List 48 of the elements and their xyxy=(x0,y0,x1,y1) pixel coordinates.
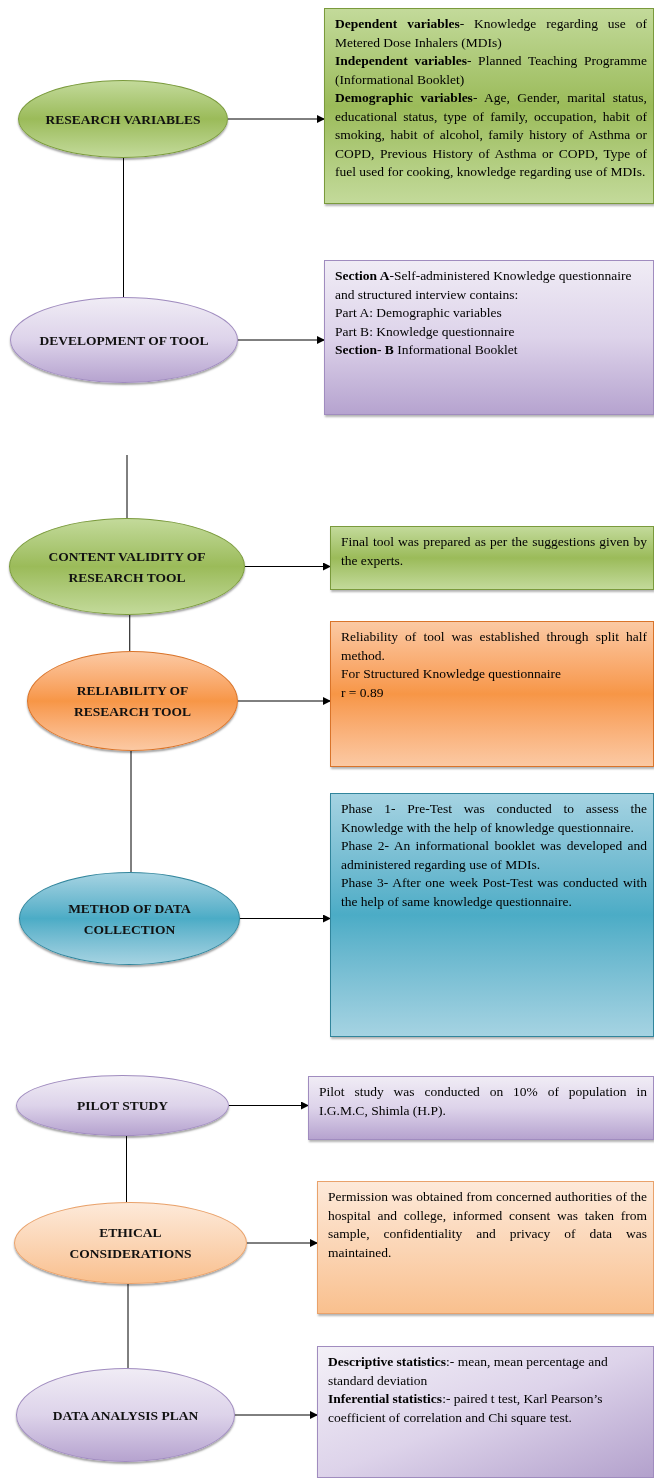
connector-line xyxy=(130,750,132,873)
description-box xyxy=(317,1181,654,1314)
connector-line xyxy=(129,614,131,652)
ellipse-label: RELIABILITY OF RESEARCH TOOL xyxy=(73,682,192,721)
description-box xyxy=(330,793,654,1037)
arrow xyxy=(237,697,331,705)
connector-line xyxy=(127,1283,129,1369)
description-box xyxy=(308,1076,654,1140)
ellipse-label: ETHICAL CONSIDERATIONS xyxy=(68,1224,193,1263)
connector-line xyxy=(126,1135,127,1203)
description-box xyxy=(330,621,654,767)
description-box xyxy=(330,526,654,590)
ellipse-label: DATA ANALYSIS PLAN xyxy=(52,1406,199,1425)
description-text: Part A: Demographic variables xyxy=(335,304,503,322)
description-text: Section A-Self-administered Knowledge questionnaire and structured interview contains: xyxy=(335,267,633,304)
ellipse-label: RESEARCH VARIABLES xyxy=(45,110,201,129)
description-text: Descriptive statistics:- mean, mean percentage and standard deviation xyxy=(328,1353,609,1390)
description-text: Demographic variables- Age, Gender, marital status, educational status, type of family, occupation, habit of smoking, habit of alcohol, family history of Asthma or COPD, Previous History of Asthma or COPD, Type of fuel used for cooking, knowledge regarding use of MDIs. xyxy=(335,89,647,181)
description-text: Section- B Informational Booklet xyxy=(335,341,519,359)
description-text: Inferential statistics:- paired t test, Karl Pearson’s coefficient of correlation and Chi square test. xyxy=(328,1390,604,1427)
arrow xyxy=(228,1101,309,1110)
arrow xyxy=(244,562,331,571)
arrow xyxy=(227,115,325,123)
description-box xyxy=(324,8,654,204)
description-text: Phase 3- After one week Post-Test was conducted with the help of same knowledge questionnaire. xyxy=(341,874,647,911)
description-text: For Structured Knowledge questionnaire xyxy=(341,665,563,683)
description-text: r = 0.89 xyxy=(341,683,385,702)
description-text: Pilot study was conducted on 10% of population in I.G.M.C, Shimla (H.P). xyxy=(319,1083,647,1120)
ellipse-label: METHOD OF DATA COLLECTION xyxy=(67,899,192,939)
description-text: Independent variables- Planned Teaching Programme (Informational Booklet) xyxy=(335,52,647,89)
connector-line xyxy=(126,454,128,519)
arrow xyxy=(239,914,331,923)
description-text: Permission was obtained from concerned authorities of the hospital and college, informed consent was taken from sample, confidentiality and privacy of data was maintained. xyxy=(328,1188,647,1262)
description-text: Part B: Knowledge questionnaire xyxy=(335,322,516,341)
description-text: Final tool was prepared as per the suggestions given by the experts. xyxy=(341,533,647,570)
arrow xyxy=(234,1411,318,1419)
arrow xyxy=(246,1239,318,1247)
ellipse-label: DEVELOPMENT OF TOOL xyxy=(39,331,209,350)
description-text: Reliability of tool was established through split half method. xyxy=(341,628,647,665)
description-box xyxy=(324,260,654,415)
arrow xyxy=(237,336,325,344)
ellipse-label: CONTENT VALIDITY OF RESEARCH TOOL xyxy=(47,547,207,587)
description-box xyxy=(317,1346,654,1478)
description-text: Phase 2- An informational booklet was developed and administered regarding use of MDIs. xyxy=(341,837,647,874)
description-text: Dependent variables- Knowledge regarding use of Metered Dose Inhalers (MDIs) xyxy=(335,15,647,52)
description-text: Phase 1- Pre-Test was conducted to assess the Knowledge with the help of knowledge questionnaire. xyxy=(341,800,647,837)
ellipse-label: PILOT STUDY xyxy=(77,1097,168,1115)
connector-line xyxy=(123,157,124,298)
